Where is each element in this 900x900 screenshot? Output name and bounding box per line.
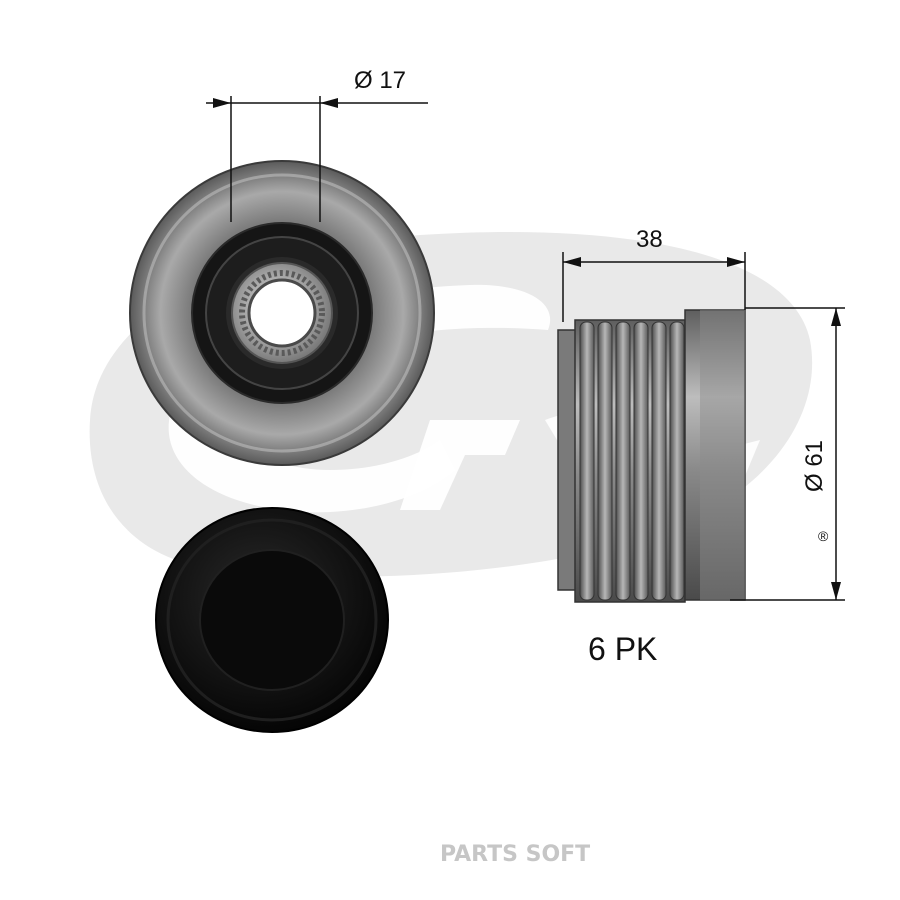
bore-dimension: Ø 17 — [206, 67, 428, 222]
watermark-text: PARTS SOFT — [440, 842, 590, 867]
pulley-side-view — [557, 309, 746, 603]
belt-profile-label: 6 PK — [588, 631, 657, 667]
outer-diameter-label: Ø 61 — [801, 440, 828, 492]
registered-mark: ® — [818, 528, 829, 544]
belt-ribs — [579, 321, 685, 601]
bore-label: Ø 17 — [354, 67, 406, 94]
width-label: 38 — [636, 226, 663, 253]
pulley-front-view — [129, 160, 435, 466]
dust-cap — [155, 507, 389, 733]
outer-diameter-dimension: Ø 61 — [730, 307, 845, 601]
width-dimension: 38 — [562, 226, 746, 322]
